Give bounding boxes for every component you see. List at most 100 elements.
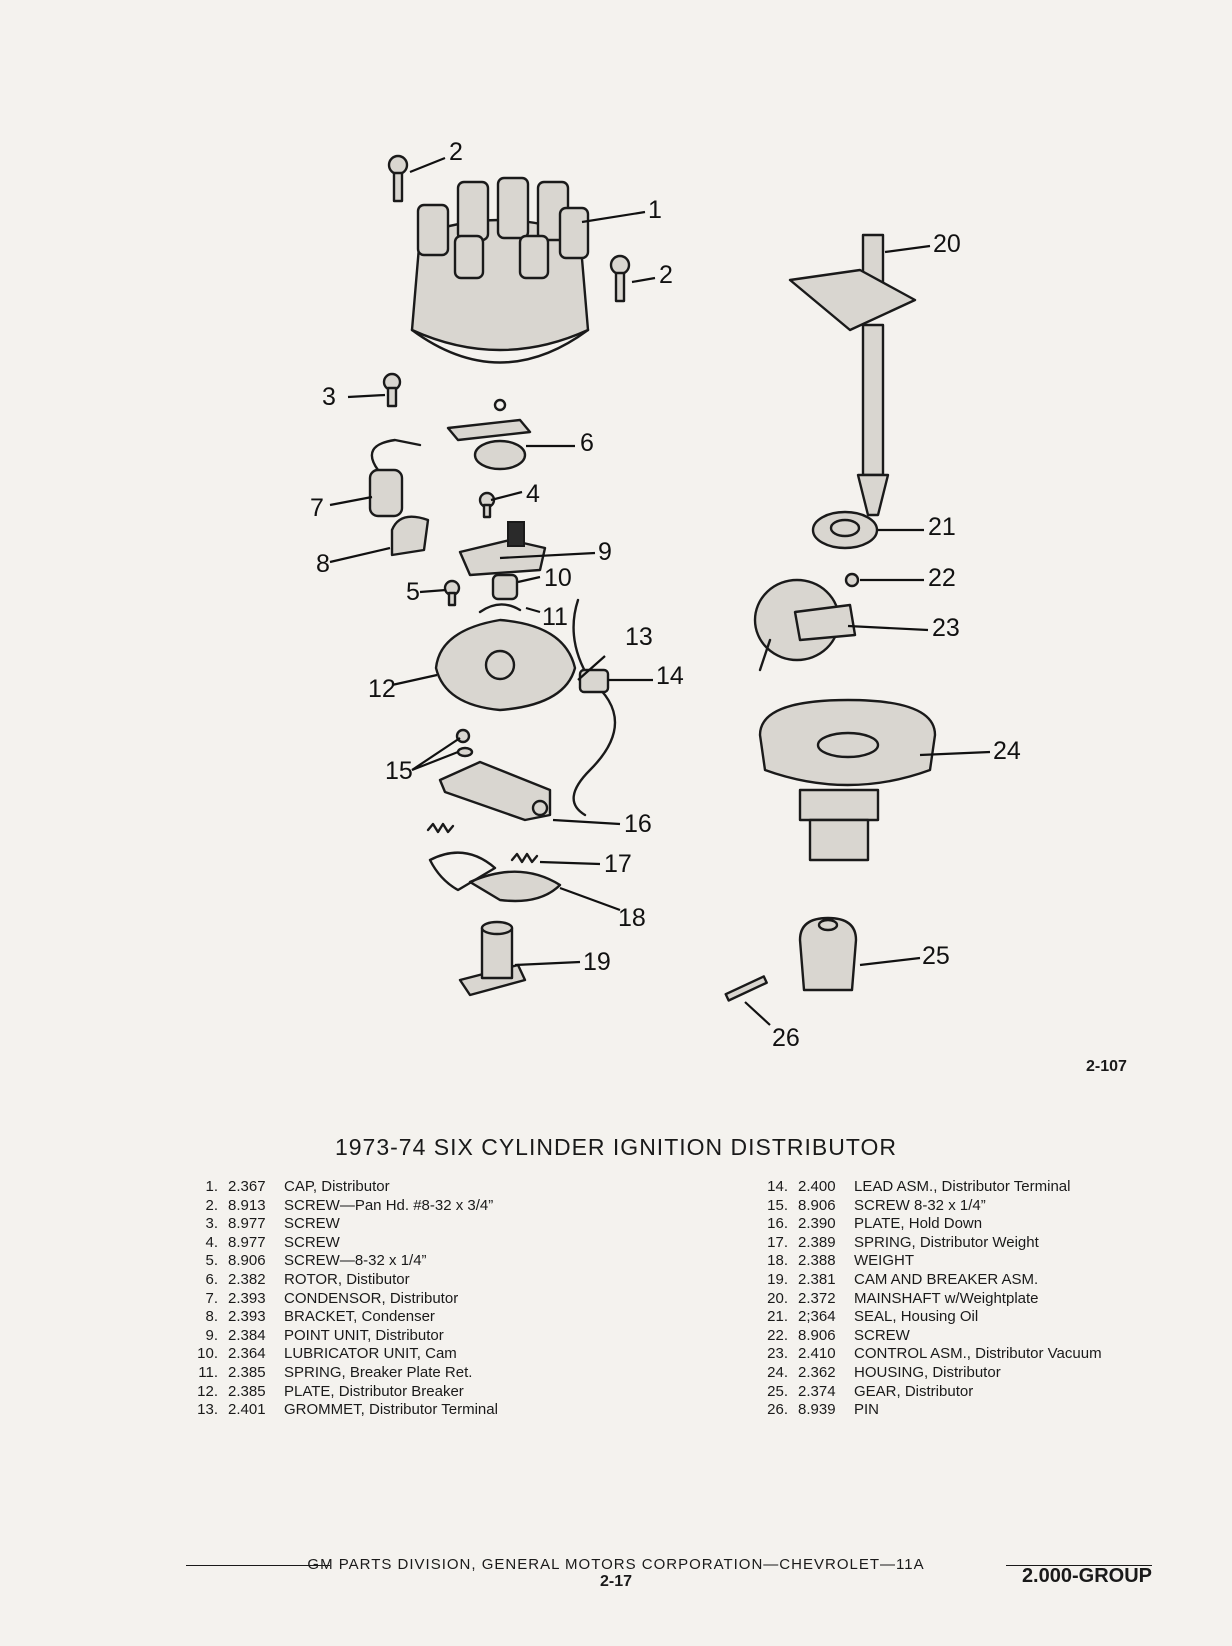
part-description: GEAR, Distributor bbox=[854, 1382, 974, 1400]
weight bbox=[468, 870, 562, 903]
part-description: SEAL, Housing Oil bbox=[854, 1308, 979, 1326]
parts-list-row: 23. 2.410 CONTROL ASM., Distributor Vacuum bbox=[746, 1345, 1102, 1364]
pin bbox=[724, 975, 768, 1002]
vacuum-control bbox=[753, 578, 857, 672]
callout: 3 bbox=[322, 383, 336, 411]
part-description: CAM AND BREAKER ASM. bbox=[854, 1270, 1039, 1288]
parts-list-row: 15. 8.906 SCREW 8-32 x 1/4” bbox=[746, 1197, 1102, 1216]
part-description: SCREW—Pan Hd. #8-32 x 3/4” bbox=[284, 1196, 494, 1214]
cam-breaker bbox=[458, 920, 527, 997]
mainshaft bbox=[788, 233, 917, 517]
part-code: 2.385 bbox=[228, 1382, 266, 1400]
callout: 13 bbox=[625, 623, 653, 651]
part-description: PLATE, Distributor Breaker bbox=[284, 1382, 464, 1400]
part-code: 2.372 bbox=[798, 1289, 836, 1307]
part-code: 2.410 bbox=[798, 1345, 836, 1363]
callout: 16 bbox=[624, 810, 652, 838]
callout: 9 bbox=[598, 538, 612, 566]
part-description: PIN bbox=[854, 1401, 880, 1419]
condenser bbox=[368, 438, 422, 518]
part-code: 8.906 bbox=[228, 1252, 266, 1270]
lubricator bbox=[491, 573, 519, 601]
part-description: HOUSING, Distributor bbox=[854, 1363, 1001, 1381]
part-code: 2.374 bbox=[798, 1382, 836, 1400]
part-code: 2.381 bbox=[798, 1270, 836, 1288]
part-number: 11. bbox=[198, 1363, 218, 1381]
footer-text: GM PARTS DIVISION, GENERAL MOTORS CORPOR… bbox=[307, 1556, 925, 1573]
part-description: BRACKET, Condenser bbox=[284, 1308, 435, 1326]
part-description: CONTROL ASM., Distributor Vacuum bbox=[854, 1345, 1102, 1363]
callout: 23 bbox=[932, 614, 960, 642]
screw-4 bbox=[478, 491, 496, 519]
part-number: 19. bbox=[767, 1270, 788, 1288]
footer-rule-right bbox=[1006, 1565, 1152, 1566]
part-number: 17. bbox=[767, 1233, 788, 1251]
part-description: POINT UNIT, Distributor bbox=[284, 1326, 444, 1344]
footer-rule-left bbox=[186, 1565, 330, 1566]
callout: 17 bbox=[604, 850, 632, 878]
part-number: 16. bbox=[767, 1215, 788, 1233]
part-description: LEAD ASM., Distributor Terminal bbox=[854, 1178, 1071, 1195]
part-number: 15. bbox=[767, 1196, 788, 1214]
callout: 8 bbox=[316, 550, 330, 578]
part-code: 2.401 bbox=[228, 1401, 266, 1419]
breaker-plate bbox=[434, 618, 577, 712]
callout: 21 bbox=[928, 513, 956, 541]
part-code: 2.390 bbox=[798, 1215, 836, 1233]
callout: 19 bbox=[583, 948, 611, 976]
part-code: 2.388 bbox=[798, 1252, 836, 1270]
rotor bbox=[446, 398, 532, 471]
page-title: 1973-74 SIX CYLINDER IGNITION DISTRIBUTO… bbox=[334, 1134, 898, 1160]
hold-down-plate bbox=[438, 760, 552, 822]
part-description: SCREW bbox=[284, 1215, 340, 1233]
callout: 2 bbox=[659, 261, 673, 289]
figure-number: 2-107 bbox=[1086, 1058, 1127, 1075]
exploded-diagram: 1 2 2 3 4 5 6 7 8 9 10 11 12 13 14 15 16… bbox=[310, 138, 1021, 1052]
breaker-spring bbox=[478, 603, 522, 614]
callout: 25 bbox=[922, 942, 950, 970]
part-number: 14. bbox=[767, 1178, 788, 1195]
part-number: 3. bbox=[205, 1215, 218, 1233]
part-number: 10. bbox=[197, 1345, 218, 1363]
part-code: 8.906 bbox=[798, 1326, 836, 1344]
callout: 24 bbox=[993, 737, 1021, 765]
callout: 10 bbox=[544, 564, 572, 592]
part-number: 5. bbox=[205, 1252, 218, 1270]
group-label: 2.000-GROUP bbox=[1021, 1565, 1152, 1587]
part-number: 24. bbox=[767, 1363, 788, 1381]
part-description: SCREW 8-32 x 1/4” bbox=[854, 1196, 986, 1214]
part-code: 8.977 bbox=[228, 1215, 266, 1233]
callout: 11 bbox=[542, 603, 568, 631]
part-number: 1. bbox=[205, 1178, 218, 1195]
part-number: 23. bbox=[767, 1345, 788, 1363]
callout: 6 bbox=[580, 429, 594, 457]
page-number: 2-17 bbox=[599, 1573, 633, 1590]
part-code: 8.906 bbox=[798, 1196, 836, 1214]
part-description: CAP, Distributor bbox=[284, 1178, 390, 1195]
weight-spring bbox=[426, 822, 455, 834]
callout: 20 bbox=[933, 230, 961, 258]
part-number: 8. bbox=[205, 1308, 218, 1326]
callouts: 1 2 2 3 4 5 6 7 8 9 10 11 12 13 14 15 16… bbox=[310, 138, 1021, 1052]
part-description: LUBRICATOR UNIT, Cam bbox=[284, 1345, 457, 1363]
part-number: 13. bbox=[197, 1401, 218, 1419]
part-description: CONDENSOR, Distributor bbox=[284, 1289, 459, 1307]
distributor-gear bbox=[798, 916, 858, 992]
screw-5 bbox=[443, 579, 461, 607]
part-number: 2. bbox=[205, 1196, 218, 1214]
screw-3 bbox=[382, 372, 402, 408]
